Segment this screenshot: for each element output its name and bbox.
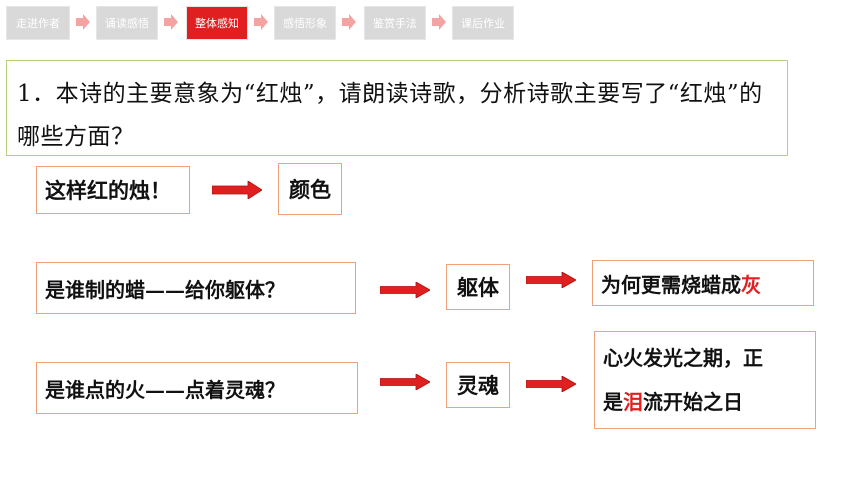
- aspect-text: 躯体: [457, 275, 499, 300]
- aspect-box-soul: 灵魂: [446, 362, 510, 408]
- quote-box-wax: 是谁制的蜡——给你躯体？: [36, 262, 356, 314]
- nav-tab-homework[interactable]: 课后作业: [452, 6, 514, 40]
- result-highlight: 灰: [741, 272, 761, 297]
- right-arrow-icon: [212, 181, 262, 199]
- right-arrow-icon: [380, 374, 430, 390]
- aspect-box-color: 颜色: [278, 163, 342, 215]
- nav-tab-overall[interactable]: 整体感知: [186, 6, 248, 40]
- right-arrow-icon: [526, 376, 576, 392]
- nav-arrow-icon: [76, 14, 90, 30]
- quote-text: 是谁制的蜡——给你躯体？: [45, 277, 285, 302]
- nav-arrow-icon: [164, 14, 178, 30]
- result-line-2: 是泪流开始之日: [603, 380, 743, 424]
- result-line-1: 心火发光之期，正: [603, 346, 763, 370]
- result-text: 为何更需烧蜡成: [601, 272, 741, 297]
- question-box: 1．本诗的主要意象为“红烛”，请朗读诗歌，分析诗歌主要写了“红烛”的哪些方面？: [6, 60, 788, 156]
- result-text: 流开始之日: [643, 390, 743, 414]
- result-text: 是: [603, 390, 623, 414]
- aspect-text: 颜色: [289, 177, 331, 202]
- aspect-text: 灵魂: [457, 373, 499, 398]
- nav-arrow-icon: [254, 14, 268, 30]
- quote-text: 这样红的烛！: [45, 178, 171, 203]
- quote-box-fire: 是谁点的火——点着灵魂？: [36, 362, 358, 414]
- right-arrow-icon: [380, 282, 430, 298]
- nav-tab-image[interactable]: 感悟形象: [274, 6, 336, 40]
- nav-arrow-icon: [342, 14, 356, 30]
- result-box-tears: 心火发光之期，正 是泪流开始之日: [594, 331, 816, 429]
- aspect-box-body: 躯体: [446, 264, 510, 310]
- result-highlight: 泪: [623, 390, 643, 414]
- right-arrow-icon: [526, 272, 576, 288]
- question-text: 1．本诗的主要意象为“红烛”，请朗读诗歌，分析诗歌主要写了“红烛”的哪些方面？: [17, 81, 763, 150]
- nav-tab-author[interactable]: 走进作者: [6, 6, 70, 40]
- result-box-ash: 为何更需烧蜡成灰: [592, 260, 814, 306]
- nav-tab-technique[interactable]: 鉴赏手法: [364, 6, 426, 40]
- nav-tab-reading[interactable]: 诵读感悟: [96, 6, 158, 40]
- quote-box-red-candle: 这样红的烛！: [36, 166, 190, 214]
- nav-arrow-icon: [432, 14, 446, 30]
- quote-text: 是谁点的火——点着灵魂？: [45, 377, 285, 402]
